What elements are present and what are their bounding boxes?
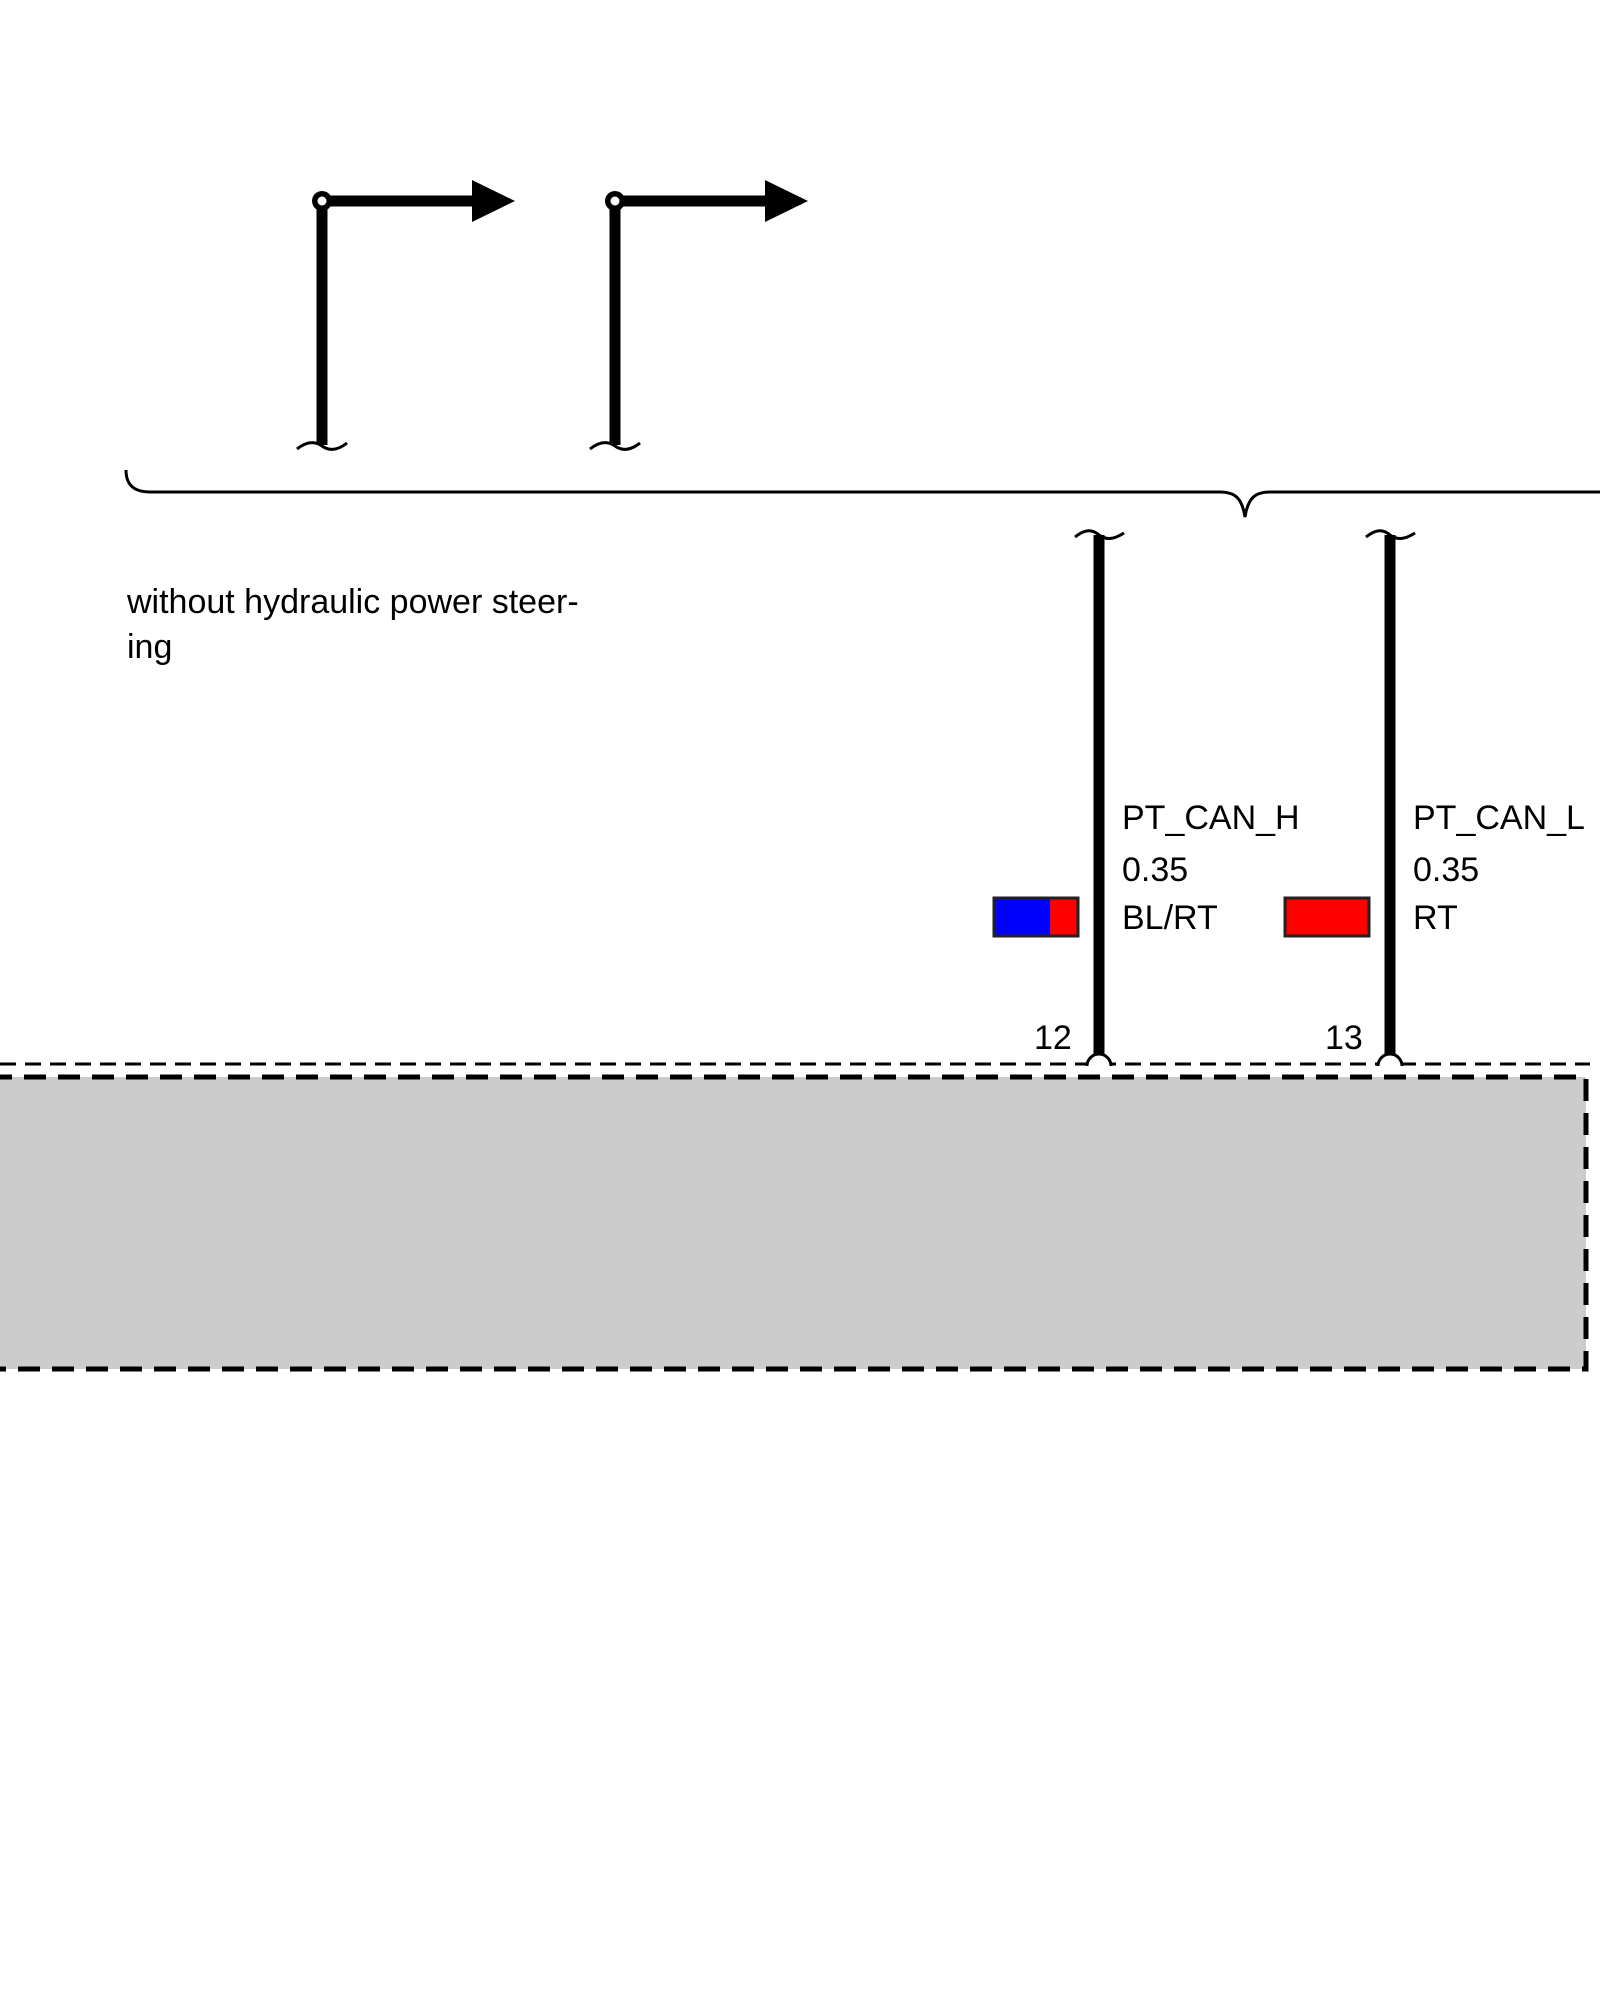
pin-terminal-12 [1085, 1052, 1113, 1067]
continuation-arrow-2 [589, 180, 808, 451]
wire-color-swatch [1283, 896, 1371, 938]
wire-signal-name: PT_CAN_H [1122, 799, 1300, 837]
wire-color-code: RT [1413, 899, 1458, 937]
option-note-line1: without hydraulic power steer- [126, 583, 579, 621]
option-brace [124, 469, 1600, 518]
wire-signal-name: PT_CAN_L [1413, 799, 1585, 837]
pin-number: 13 [1325, 1019, 1363, 1057]
wire-cross-section: 0.35 [1413, 851, 1479, 889]
pin-number: 12 [1034, 1019, 1072, 1057]
continuation-arrow-1 [296, 180, 515, 451]
wire-color-code: BL/RT [1122, 899, 1218, 937]
pin-terminal-13 [1376, 1052, 1404, 1067]
option-note-line2: ing [127, 628, 172, 666]
wire-cross-section: 0.35 [1122, 851, 1188, 889]
wire-pt-can-l: PT_CAN_L 0.35 RT 13 [1283, 529, 1585, 1058]
wire-color-swatch [992, 896, 1080, 938]
wire-pt-can-h: PT_CAN_H 0.35 BL/RT 12 [992, 529, 1300, 1058]
control-unit-box [0, 1074, 1589, 1372]
